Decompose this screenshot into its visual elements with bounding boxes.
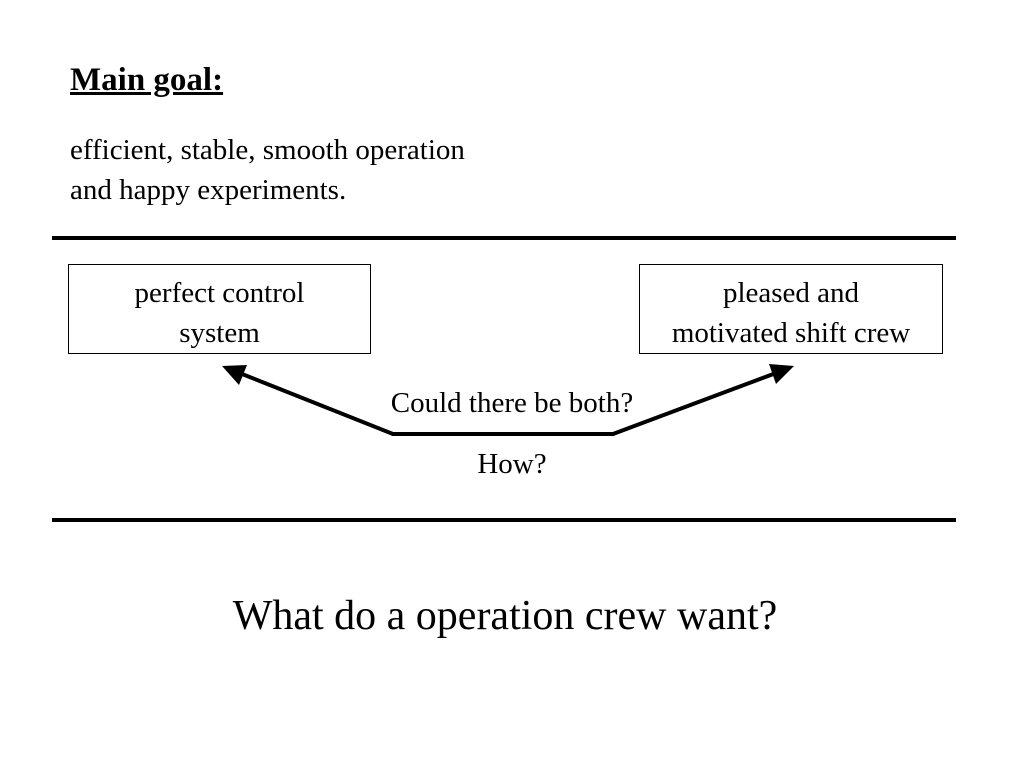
main-goal-heading: Main goal: <box>70 62 224 98</box>
top-divider <box>52 236 956 240</box>
operation-crew-question: What do a operation crew want? <box>232 593 778 639</box>
left-box-line-2: system <box>179 317 260 349</box>
left-box-line-1: perfect control <box>134 277 305 309</box>
how-label: How? <box>477 448 547 480</box>
bottom-divider <box>52 518 956 522</box>
left-arrow-shaft <box>230 368 395 436</box>
could-there-be-both-label: Could there be both? <box>390 387 634 419</box>
motivated-shift-crew-box: pleased and motivated shift crew <box>639 264 943 354</box>
right-arrow-shaft <box>611 368 786 436</box>
right-box-line-1: pleased and <box>722 277 860 309</box>
left-arrowhead <box>222 365 247 385</box>
right-box-line-2: motivated shift crew <box>671 317 911 349</box>
goal-description: efficient, stable, smooth operation and … <box>70 130 465 210</box>
perfect-control-system-box: perfect control system <box>68 264 371 354</box>
goal-line-2: and happy experiments. <box>70 174 347 206</box>
goal-line-1: efficient, stable, smooth operation <box>70 134 465 166</box>
right-arrowhead <box>769 364 794 384</box>
